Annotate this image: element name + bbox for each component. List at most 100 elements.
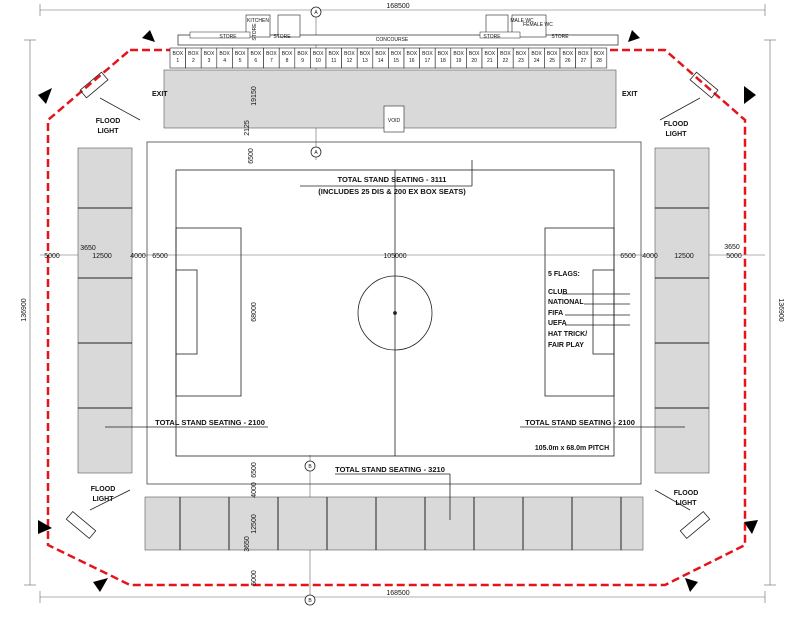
executive-box-number: 18 xyxy=(440,58,446,64)
executive-box-label: BOX xyxy=(219,51,230,57)
north-stand-seating-note: (INCLUDES 25 DIS & 200 EX BOX SEATS) xyxy=(318,187,466,196)
executive-box-number: 7 xyxy=(270,58,273,64)
executive-box-label: BOX xyxy=(360,51,371,57)
dim-bottom-width: 168500 xyxy=(386,590,409,597)
svg-text:B: B xyxy=(308,598,312,604)
executive-box-number: 12 xyxy=(347,58,353,64)
dim-left-offset-b: 3650 xyxy=(80,245,96,252)
executive-box-number: 6 xyxy=(254,58,257,64)
side-stand-vomitories xyxy=(78,207,709,409)
executive-box-number: 20 xyxy=(471,58,477,64)
executive-box-number: 24 xyxy=(534,58,540,64)
room-store-right: STORE xyxy=(483,34,501,40)
flag-fair-play: FAIR PLAY xyxy=(548,342,584,349)
executive-box-number: 11 xyxy=(331,58,336,64)
executive-box-label: BOX xyxy=(469,51,480,57)
executive-box-row: BOX1BOX2BOX3BOX4BOX5BOX6BOX7BOX8BOX9BOX1… xyxy=(169,47,608,69)
void-label: VOID xyxy=(388,118,401,124)
dim-right-runoff: 6500 xyxy=(620,253,636,260)
north-stand-seating: TOTAL STAND SEATING - 3111 xyxy=(338,175,447,184)
flood-light-top-left-1: FLOOD xyxy=(96,118,121,125)
flood-light-bottom-right-1: FLOOD xyxy=(674,490,699,497)
executive-box-label: BOX xyxy=(282,51,293,57)
executive-box-label: BOX xyxy=(266,51,277,57)
executive-box-number: 17 xyxy=(425,58,431,64)
dim-north-gap: 2125 xyxy=(244,120,251,136)
executive-box-number: 9 xyxy=(301,58,304,64)
dim-right-gap: 4000 xyxy=(642,253,658,260)
executive-box-number: 27 xyxy=(581,58,587,64)
executive-box xyxy=(590,47,608,69)
executive-box-label: BOX xyxy=(173,51,184,57)
dim-top-width: 168500 xyxy=(386,3,409,10)
dim-right-stand: 12500 xyxy=(674,253,694,260)
dim-north-runoff: 6500 xyxy=(248,148,255,164)
executive-box-label: BOX xyxy=(204,51,215,57)
flood-light-towers xyxy=(65,71,719,540)
exit-right: EXIT xyxy=(622,91,638,98)
section-marker-top-mid: A xyxy=(310,146,322,158)
dim-left-stand: 12500 xyxy=(92,253,112,260)
dim-right-offset-a: 5000 xyxy=(726,253,742,260)
section-marker-bottom: B xyxy=(304,594,316,606)
pitch-size-label: 105.0m x 68.0m PITCH xyxy=(535,445,609,452)
room-store-left-small: STORE xyxy=(252,23,258,41)
executive-box-label: BOX xyxy=(251,51,262,57)
executive-box-label: BOX xyxy=(516,51,527,57)
executive-box-label: BOX xyxy=(188,51,199,57)
dim-south-runoff: 6500 xyxy=(251,462,258,478)
room-female-wc: FEMALE WC xyxy=(523,22,553,28)
executive-box-number: 3 xyxy=(208,58,211,64)
executive-box-label: BOX xyxy=(329,51,340,57)
executive-box-number: 26 xyxy=(565,58,571,64)
exit-left: EXIT xyxy=(152,91,168,98)
executive-box-number: 1 xyxy=(176,58,179,64)
svg-text:B: B xyxy=(308,464,312,470)
executive-box-number: 8 xyxy=(286,58,289,64)
executive-box-label: BOX xyxy=(391,51,402,57)
executive-box-label: BOX xyxy=(422,51,433,57)
flag-uefa: UEFA xyxy=(548,320,567,327)
east-stand xyxy=(654,147,710,474)
playing-area xyxy=(146,141,642,485)
section-marker-bottom-mid: B xyxy=(304,460,316,472)
dim-south-offset-b: 3650 xyxy=(244,536,251,552)
executive-box-label: BOX xyxy=(375,51,386,57)
south-stand xyxy=(144,496,644,551)
flag-national: NATIONAL xyxy=(548,299,584,306)
west-stand xyxy=(77,147,133,474)
flags-title: 5 FLAGS: xyxy=(548,271,580,278)
executive-box-number: 23 xyxy=(518,58,524,64)
executive-box-label: BOX xyxy=(547,51,558,57)
executive-box-label: BOX xyxy=(438,51,449,57)
svg-text:A: A xyxy=(314,150,318,156)
executive-box-number: 10 xyxy=(315,58,321,64)
flag-club: CLUB xyxy=(548,289,567,296)
executive-box-label: BOX xyxy=(563,51,574,57)
dim-left-runoff: 6500 xyxy=(152,253,168,260)
room-concourse: CONCOURSE xyxy=(376,37,409,43)
north-stand xyxy=(163,14,619,133)
room-male-wc: MALE WC xyxy=(510,18,534,24)
room-kitchen: KITCHEN xyxy=(247,18,269,24)
executive-box-number: 25 xyxy=(549,58,555,64)
flood-light-bottom-right-2: LIGHT xyxy=(676,500,698,507)
south-stand-vomitories xyxy=(179,497,622,550)
executive-box-number: 22 xyxy=(503,58,509,64)
flood-light-top-right-1: FLOOD xyxy=(664,121,689,128)
leader-lines xyxy=(105,160,685,520)
executive-box-number: 13 xyxy=(362,58,368,64)
executive-box-label: BOX xyxy=(531,51,542,57)
room-store-right-far: STORE xyxy=(551,34,569,40)
site-boundary xyxy=(46,48,747,587)
west-stand-seating: TOTAL STAND SEATING - 2100 xyxy=(155,418,265,427)
dim-south-gap: 4000 xyxy=(251,482,258,498)
corner-arrows xyxy=(38,30,758,592)
room-store-centre: STORE xyxy=(273,34,291,40)
flag-hat-trick: HAT TRICK/ xyxy=(548,331,587,338)
executive-box-label: BOX xyxy=(485,51,496,57)
executive-box-number: 4 xyxy=(223,58,226,64)
flood-light-bottom-left-1: FLOOD xyxy=(91,486,116,493)
executive-box-number: 2 xyxy=(192,58,195,64)
executive-box-label: BOX xyxy=(453,51,464,57)
